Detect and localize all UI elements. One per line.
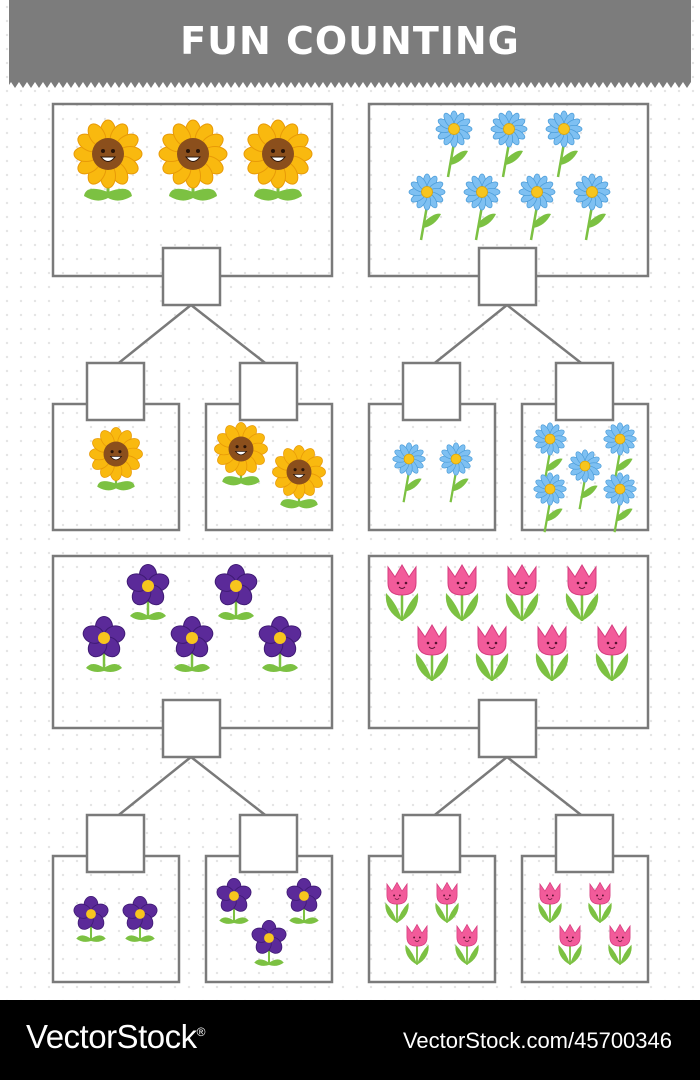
left-part-answer-box[interactable]: [85, 813, 146, 874]
tulip-icon: [535, 624, 569, 681]
daisy-icon: [490, 110, 528, 178]
daisy-icon: [568, 449, 602, 510]
page-title: FUN COUNTING: [180, 19, 520, 63]
tulip-icon: [538, 881, 562, 923]
right-part-answer-box[interactable]: [554, 361, 615, 422]
daisy-icon: [533, 472, 567, 533]
violet-icon: [214, 564, 258, 620]
daisy-icon: [435, 110, 473, 178]
tulip-icon: [385, 881, 409, 923]
violet-icon: [170, 616, 214, 672]
brand-name: VectorStock: [26, 1018, 197, 1055]
violet-icon: [73, 895, 109, 942]
sunflower-icon: [158, 119, 228, 201]
tulip-icon: [405, 923, 429, 965]
tulip-icon: [435, 881, 459, 923]
tulip-icon: [505, 564, 539, 621]
tulip-icon: [455, 923, 479, 965]
connector-line-left: [114, 756, 192, 819]
violet-icon: [216, 877, 252, 924]
sunflower-icon: [243, 119, 313, 201]
tulip-icon: [558, 923, 582, 965]
violet-icon: [286, 877, 322, 924]
banner-zigzag-edge: [9, 82, 691, 88]
tulip-icon: [385, 564, 419, 621]
counting-puzzle-2: [367, 102, 650, 532]
sunflower-icon: [73, 119, 143, 201]
title-banner: [9, 0, 691, 82]
left-part-picture-box: [51, 854, 181, 984]
counting-puzzles: [51, 102, 650, 984]
right-part-picture-box: [520, 854, 650, 984]
registered-mark: ®: [196, 1025, 206, 1039]
connector-line-left: [430, 756, 508, 819]
tulip-icon: [445, 564, 479, 621]
sunflower-icon: [214, 422, 268, 486]
image-url: VectorStock.com/45700346: [402, 1028, 672, 1053]
daisy-icon: [439, 442, 473, 503]
daisy-icon: [518, 173, 556, 241]
counting-puzzle-4: [367, 554, 650, 984]
daisy-icon: [463, 173, 501, 241]
left-part-answer-box[interactable]: [85, 361, 146, 422]
violet-icon: [122, 895, 158, 942]
daisy-icon: [573, 173, 611, 241]
left-part-answer-box[interactable]: [401, 361, 462, 422]
daisy-icon: [408, 173, 446, 241]
total-answer-box[interactable]: [477, 698, 538, 759]
connector-line-right: [506, 756, 586, 819]
connector-line-left: [430, 304, 508, 367]
sunflower-icon: [89, 427, 143, 491]
tulip-icon: [475, 624, 509, 681]
violet-icon: [82, 616, 126, 672]
right-part-answer-box[interactable]: [554, 813, 615, 874]
tulip-icon: [595, 624, 629, 681]
daisy-icon: [392, 442, 426, 503]
connector-line-left: [114, 304, 192, 367]
left-part-picture-box: [367, 854, 497, 984]
counting-puzzle-3: [51, 554, 334, 984]
violet-icon: [251, 919, 287, 966]
vectorstock-logo: VectorStock®: [26, 1018, 205, 1056]
connector-line-right: [190, 304, 270, 367]
tulip-icon: [588, 881, 612, 923]
connector-line-right: [506, 304, 586, 367]
connector-line-right: [190, 756, 270, 819]
right-part-answer-box[interactable]: [238, 361, 299, 422]
total-answer-box[interactable]: [161, 698, 222, 759]
right-part-answer-box[interactable]: [238, 813, 299, 874]
tulip-icon: [608, 923, 632, 965]
tulip-icon: [415, 624, 449, 681]
counting-puzzle-1: [51, 102, 334, 532]
total-answer-box[interactable]: [161, 246, 222, 307]
tulip-icon: [565, 564, 599, 621]
left-part-picture-box: [367, 402, 497, 532]
watermark-footer: VectorStock® VectorStock.com/45700346: [0, 1000, 700, 1080]
total-answer-box[interactable]: [477, 246, 538, 307]
daisy-icon: [545, 110, 583, 178]
violet-icon: [126, 564, 170, 620]
sunflower-icon: [272, 445, 326, 509]
violet-icon: [258, 616, 302, 672]
daisy-icon: [603, 422, 637, 483]
left-part-answer-box[interactable]: [401, 813, 462, 874]
daisy-icon: [603, 472, 637, 533]
